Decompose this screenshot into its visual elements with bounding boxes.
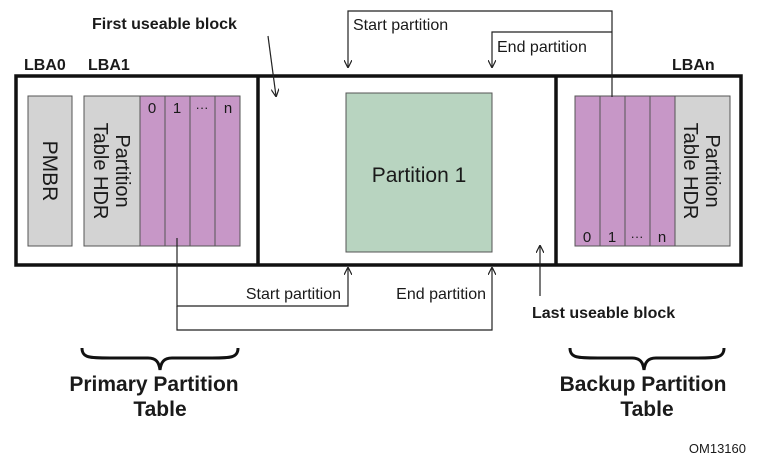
primary-entries: 0 1 ··· n: [139, 95, 241, 247]
pmbr-block: [27, 95, 73, 247]
backup-start-partition-connector: [348, 10, 613, 97]
primary-entry-0: [139, 95, 166, 247]
primary-end-partition-connector: [176, 268, 492, 331]
last-useable-block-label: Last useable block: [532, 305, 675, 322]
connectors: [176, 10, 613, 331]
backup-entry-1: [599, 95, 626, 247]
primary-entry-1-label: 1: [173, 100, 181, 117]
primary-entry-ellipsis-label: ···: [196, 100, 209, 115]
primary-entry-ellipsis: [189, 95, 216, 247]
backup-brace: [568, 347, 726, 371]
end-partition-bottom-label: End partition: [396, 286, 486, 303]
primary-brace: [80, 347, 240, 371]
backup-entry-0: [574, 95, 601, 247]
figure-id: OM13160: [689, 441, 746, 456]
backup-entry-n-label: n: [658, 229, 666, 246]
lba1-label: LBA1: [88, 57, 130, 74]
lban-label: LBAn: [672, 57, 715, 74]
backup-table-hdr-label-line2: Table HDR: [679, 123, 701, 220]
backup-partition-table-title-line2: Table: [620, 398, 673, 421]
first-useable-block-arrow: [267, 35, 276, 96]
primary-entry-1: [164, 95, 191, 247]
start-partition-top-label: Start partition: [353, 17, 448, 34]
primary-entry-n: [214, 95, 241, 247]
primary-partition-table-title-line1: Primary Partition: [69, 373, 238, 396]
backup-table-hdr-label-line1: Partition: [701, 134, 723, 207]
primary-partition-table-title-line2: Table: [133, 398, 186, 421]
primary-entry-n-label: n: [224, 100, 232, 117]
partition-1-block: [345, 92, 493, 253]
backup-entries: 0 1 ··· n: [574, 95, 676, 247]
partition-1-label: Partition 1: [372, 164, 467, 187]
backup-entry-ellipsis: [624, 95, 651, 247]
backup-partition-table-title-line1: Backup Partition: [560, 373, 727, 396]
primary-table-hdr-label-line2: Table HDR: [89, 123, 111, 220]
primary-entry-0-label: 0: [148, 100, 156, 117]
primary-table-hdr-label-line1: Partition: [111, 134, 133, 207]
pmbr-label: PMBR: [38, 141, 61, 202]
end-partition-top-label: End partition: [497, 39, 587, 56]
backup-table-hdr-block: [674, 95, 731, 247]
disk-outline: [14, 74, 743, 267]
lba0-label: LBA0: [24, 57, 66, 74]
backup-entry-1-label: 1: [608, 229, 616, 246]
start-partition-bottom-label: Start partition: [246, 286, 341, 303]
backup-end-partition-connector: [492, 31, 612, 67]
first-useable-block-label: First useable block: [92, 16, 237, 33]
primary-start-partition-connector: [176, 238, 348, 307]
backup-entry-ellipsis-label: ···: [631, 229, 644, 244]
backup-entry-0-label: 0: [583, 229, 591, 246]
backup-entry-n: [649, 95, 676, 247]
